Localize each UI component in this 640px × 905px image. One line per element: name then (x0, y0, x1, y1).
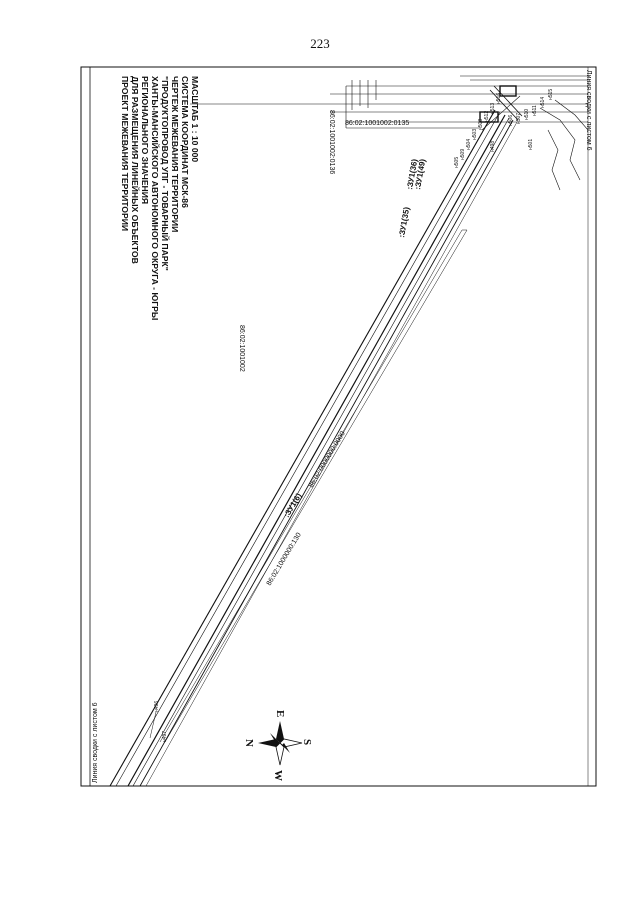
zone-zu1-35: :ЗУ1(35) (397, 206, 411, 238)
point-n498: н498 (490, 141, 496, 152)
title-line-4: "ПРОДУКТОПРОВОД УПГ - ТОВАРНЫЙ ПАРК" (160, 76, 171, 271)
point-labels: н496 н497 н505 н509 н504 н503 н508 н512 … (149, 89, 554, 742)
point-n506: н506 (508, 115, 514, 126)
point-n514: н514 (540, 97, 546, 108)
parcel-0136: 86:02:1001002:0136 (328, 110, 335, 174)
point-n507: н507 (516, 113, 522, 124)
title-line-6: РЕГИОНАЛЬНОГО ЗНАЧЕНИЯ (140, 76, 150, 204)
compass-s: S (301, 739, 313, 745)
map-frame (80, 66, 597, 787)
point-n509: н509 (460, 149, 466, 160)
title-block: МАСШТАБ 1 : 10 000 СИСТЕМА КООРДИНАТ МСК… (120, 76, 200, 320)
compass-e: E (274, 710, 286, 717)
point-n512: н512 (484, 111, 490, 122)
point-n496: н496 (154, 701, 160, 712)
point-n516: н516 (496, 93, 502, 104)
title-line-2: СИСТЕМА КООРДИНАТ МСК-86 (180, 76, 190, 208)
point-n501: н501 (528, 139, 534, 150)
point-n513: н513 (490, 103, 496, 114)
point-n508: н508 (478, 119, 484, 130)
point-n511: н511 (532, 105, 538, 116)
title-line-8: ПРОЕКТ МЕЖЕВАНИЯ ТЕРРИТОРИИ (120, 76, 130, 231)
pipeline-corridor (109, 109, 518, 787)
match-line-label-left: Линия сводки с листом 6 (92, 702, 99, 783)
parcel-quarter: 86:02:1001002 (238, 325, 245, 372)
point-n505: н505 (454, 157, 460, 168)
top-features (190, 75, 589, 191)
parcel-0135: 86:02:1001002:0135 (345, 120, 409, 127)
page-number: 223 (310, 36, 330, 51)
point-n503: н503 (472, 129, 478, 140)
compass-rose: E N S W (243, 710, 313, 781)
compass-n: N (243, 739, 255, 747)
title-line-1: МАСШТАБ 1 : 10 000 (190, 76, 200, 162)
title-line-3: ЧЕРТЕЖ МЕЖЕВАНИЯ ТЕРРИТОРИИ (170, 76, 180, 232)
point-n504: н504 (466, 139, 472, 150)
point-n497: н497 (162, 731, 168, 742)
title-line-7: ДЛЯ РАЗМЕЩЕНИЯ ЛИНЕЙНЫХ ОБЪЕКТОВ (130, 76, 141, 264)
match-line-label-right: Линия сводки с листом 6 (585, 70, 592, 151)
point-n515: н515 (548, 89, 554, 100)
point-n510: н510 (524, 109, 530, 120)
compass-w: W (272, 770, 284, 781)
junction-detail (479, 85, 523, 131)
title-line-5: ХАНТЫ-МАНСИЙСКОГО АВТОНОМНОГО ОКРУГА - Ю… (150, 76, 161, 320)
